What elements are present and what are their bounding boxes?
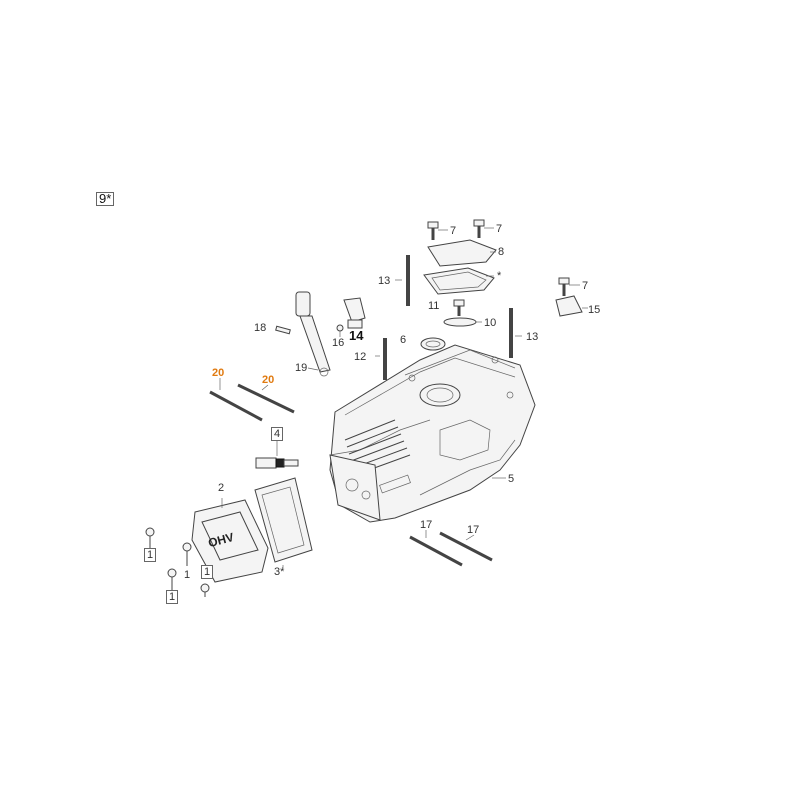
label-18: 18 [254,322,267,334]
oil-seal-6 [420,337,446,351]
label-1-a: 1 [144,548,157,562]
label-17-b: 17 [467,524,480,536]
label-4: 4 [271,427,284,441]
cover-gasket-star [423,267,495,295]
long-studs-20 [209,378,295,422]
label-10: 10 [484,317,497,329]
cover-plate-8 [427,239,497,267]
bracket-15 [555,295,588,317]
label-star: * [497,270,502,282]
bolts-7 [427,219,580,296]
spark-plug-part [255,440,299,469]
label-7-b: 7 [496,223,503,235]
label-2: 2 [218,482,225,494]
oil-filler-tube-19 [275,291,331,377]
stud-13-left [395,255,410,306]
label-17-a: 17 [420,519,433,531]
label-15: 15 [588,304,601,316]
label-13-a: 13 [378,275,391,287]
label-14: 14 [349,328,364,343]
governor-arm-14 [336,297,366,337]
label-1-c: 1 [201,565,214,579]
shaft-12 [375,338,387,380]
label-20-b: 20 [262,374,275,386]
label-1-b: 1 [184,569,191,581]
label-12: 12 [354,351,367,363]
head-gasket-part [254,477,313,568]
long-studs-17 [409,530,493,567]
cylinder-head-cover-part [191,498,269,583]
label-13-b: 13 [526,331,539,343]
stud-13-right [509,308,522,358]
label-1-d: 1 [166,590,179,604]
label-8: 8 [498,246,505,258]
bolts-1 [145,527,210,597]
label-5: 5 [508,473,515,485]
bolt-11 [453,299,465,316]
label-7-a: 7 [450,225,457,237]
label-19: 19 [295,362,308,374]
label-20-a: 20 [212,367,225,379]
label-11: 11 [428,300,440,312]
label-3: 3* [274,566,285,578]
label-7-c: 7 [582,280,589,292]
crankcase-block-part [329,344,536,523]
label-16: 16 [332,337,345,349]
diagram-title: 9* [96,192,115,206]
label-6: 6 [400,334,407,346]
washer-10 [443,317,482,327]
